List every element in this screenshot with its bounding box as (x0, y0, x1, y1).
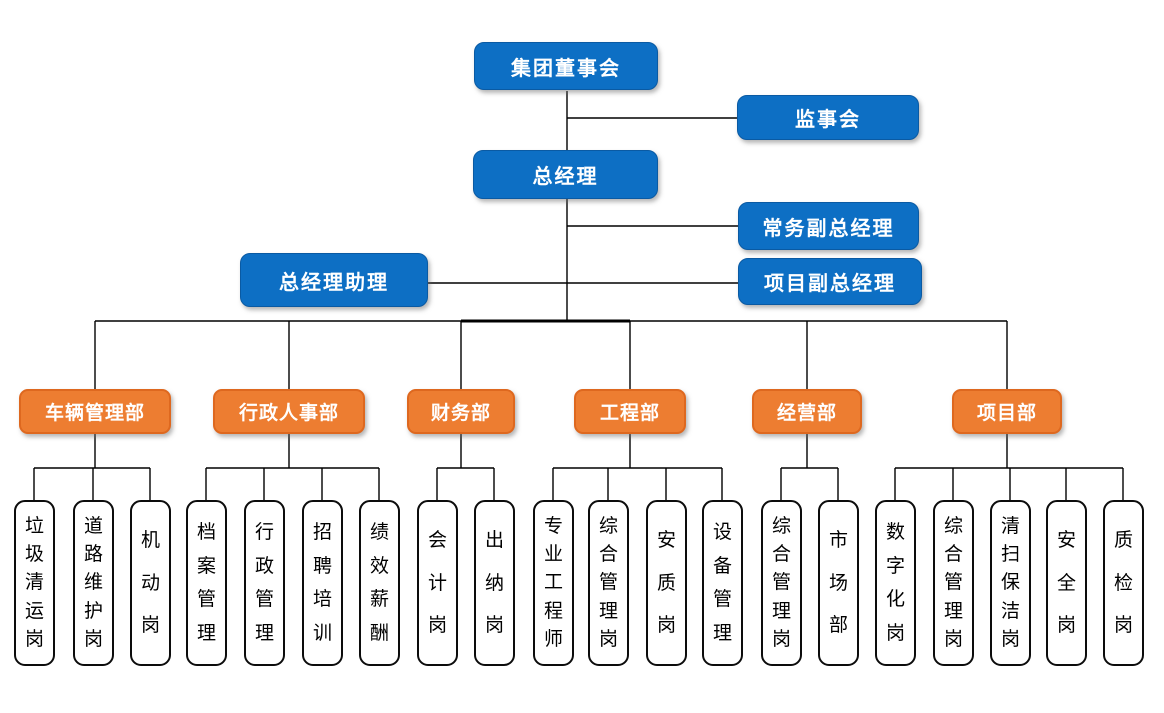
post-general-management-ops: 综合管理岗 (761, 500, 802, 666)
dept-operations: 经营部 (752, 389, 862, 434)
post-equipment-management: 设备管理 (702, 500, 743, 666)
post-cleaning: 清扫保洁岗 (990, 500, 1031, 666)
node-executive-deputy-gm: 常务副总经理 (738, 202, 919, 250)
dept-engineering: 工程部 (574, 389, 686, 434)
node-project-deputy-gm: 项目副总经理 (738, 258, 922, 305)
dept-finance: 财务部 (407, 389, 515, 434)
post-safety: 安全岗 (1046, 500, 1087, 666)
post-general-management-eng: 综合管理岗 (588, 500, 629, 666)
post-accounting: 会计岗 (417, 500, 458, 666)
post-market: 市场部 (818, 500, 859, 666)
dept-vehicle-management: 车辆管理部 (19, 389, 171, 434)
post-cashier: 出纳岗 (474, 500, 515, 666)
post-mobile: 机动岗 (130, 500, 171, 666)
post-road-maintenance: 道路维护岗 (73, 500, 114, 666)
post-safety-quality: 安质岗 (646, 500, 687, 666)
post-performance-salary: 绩效薪酬 (359, 500, 400, 666)
post-archives-management: 档案管理 (186, 500, 227, 666)
post-recruit-training: 招聘培训 (302, 500, 343, 666)
post-professional-engineer: 专业工程师 (533, 500, 574, 666)
node-supervisory-board: 监事会 (737, 95, 919, 140)
node-group-board: 集团董事会 (474, 42, 658, 90)
post-garbage-removal: 垃圾清运岗 (14, 500, 55, 666)
node-general-manager: 总经理 (473, 150, 658, 199)
dept-project: 项目部 (952, 389, 1062, 434)
post-admin-management: 行政管理 (244, 500, 285, 666)
post-digitalization: 数字化岗 (875, 500, 916, 666)
post-quality-inspection: 质检岗 (1103, 500, 1144, 666)
node-gm-assistant: 总经理助理 (240, 253, 428, 307)
dept-admin-hr: 行政人事部 (213, 389, 365, 434)
post-general-management-proj: 综合管理岗 (933, 500, 974, 666)
